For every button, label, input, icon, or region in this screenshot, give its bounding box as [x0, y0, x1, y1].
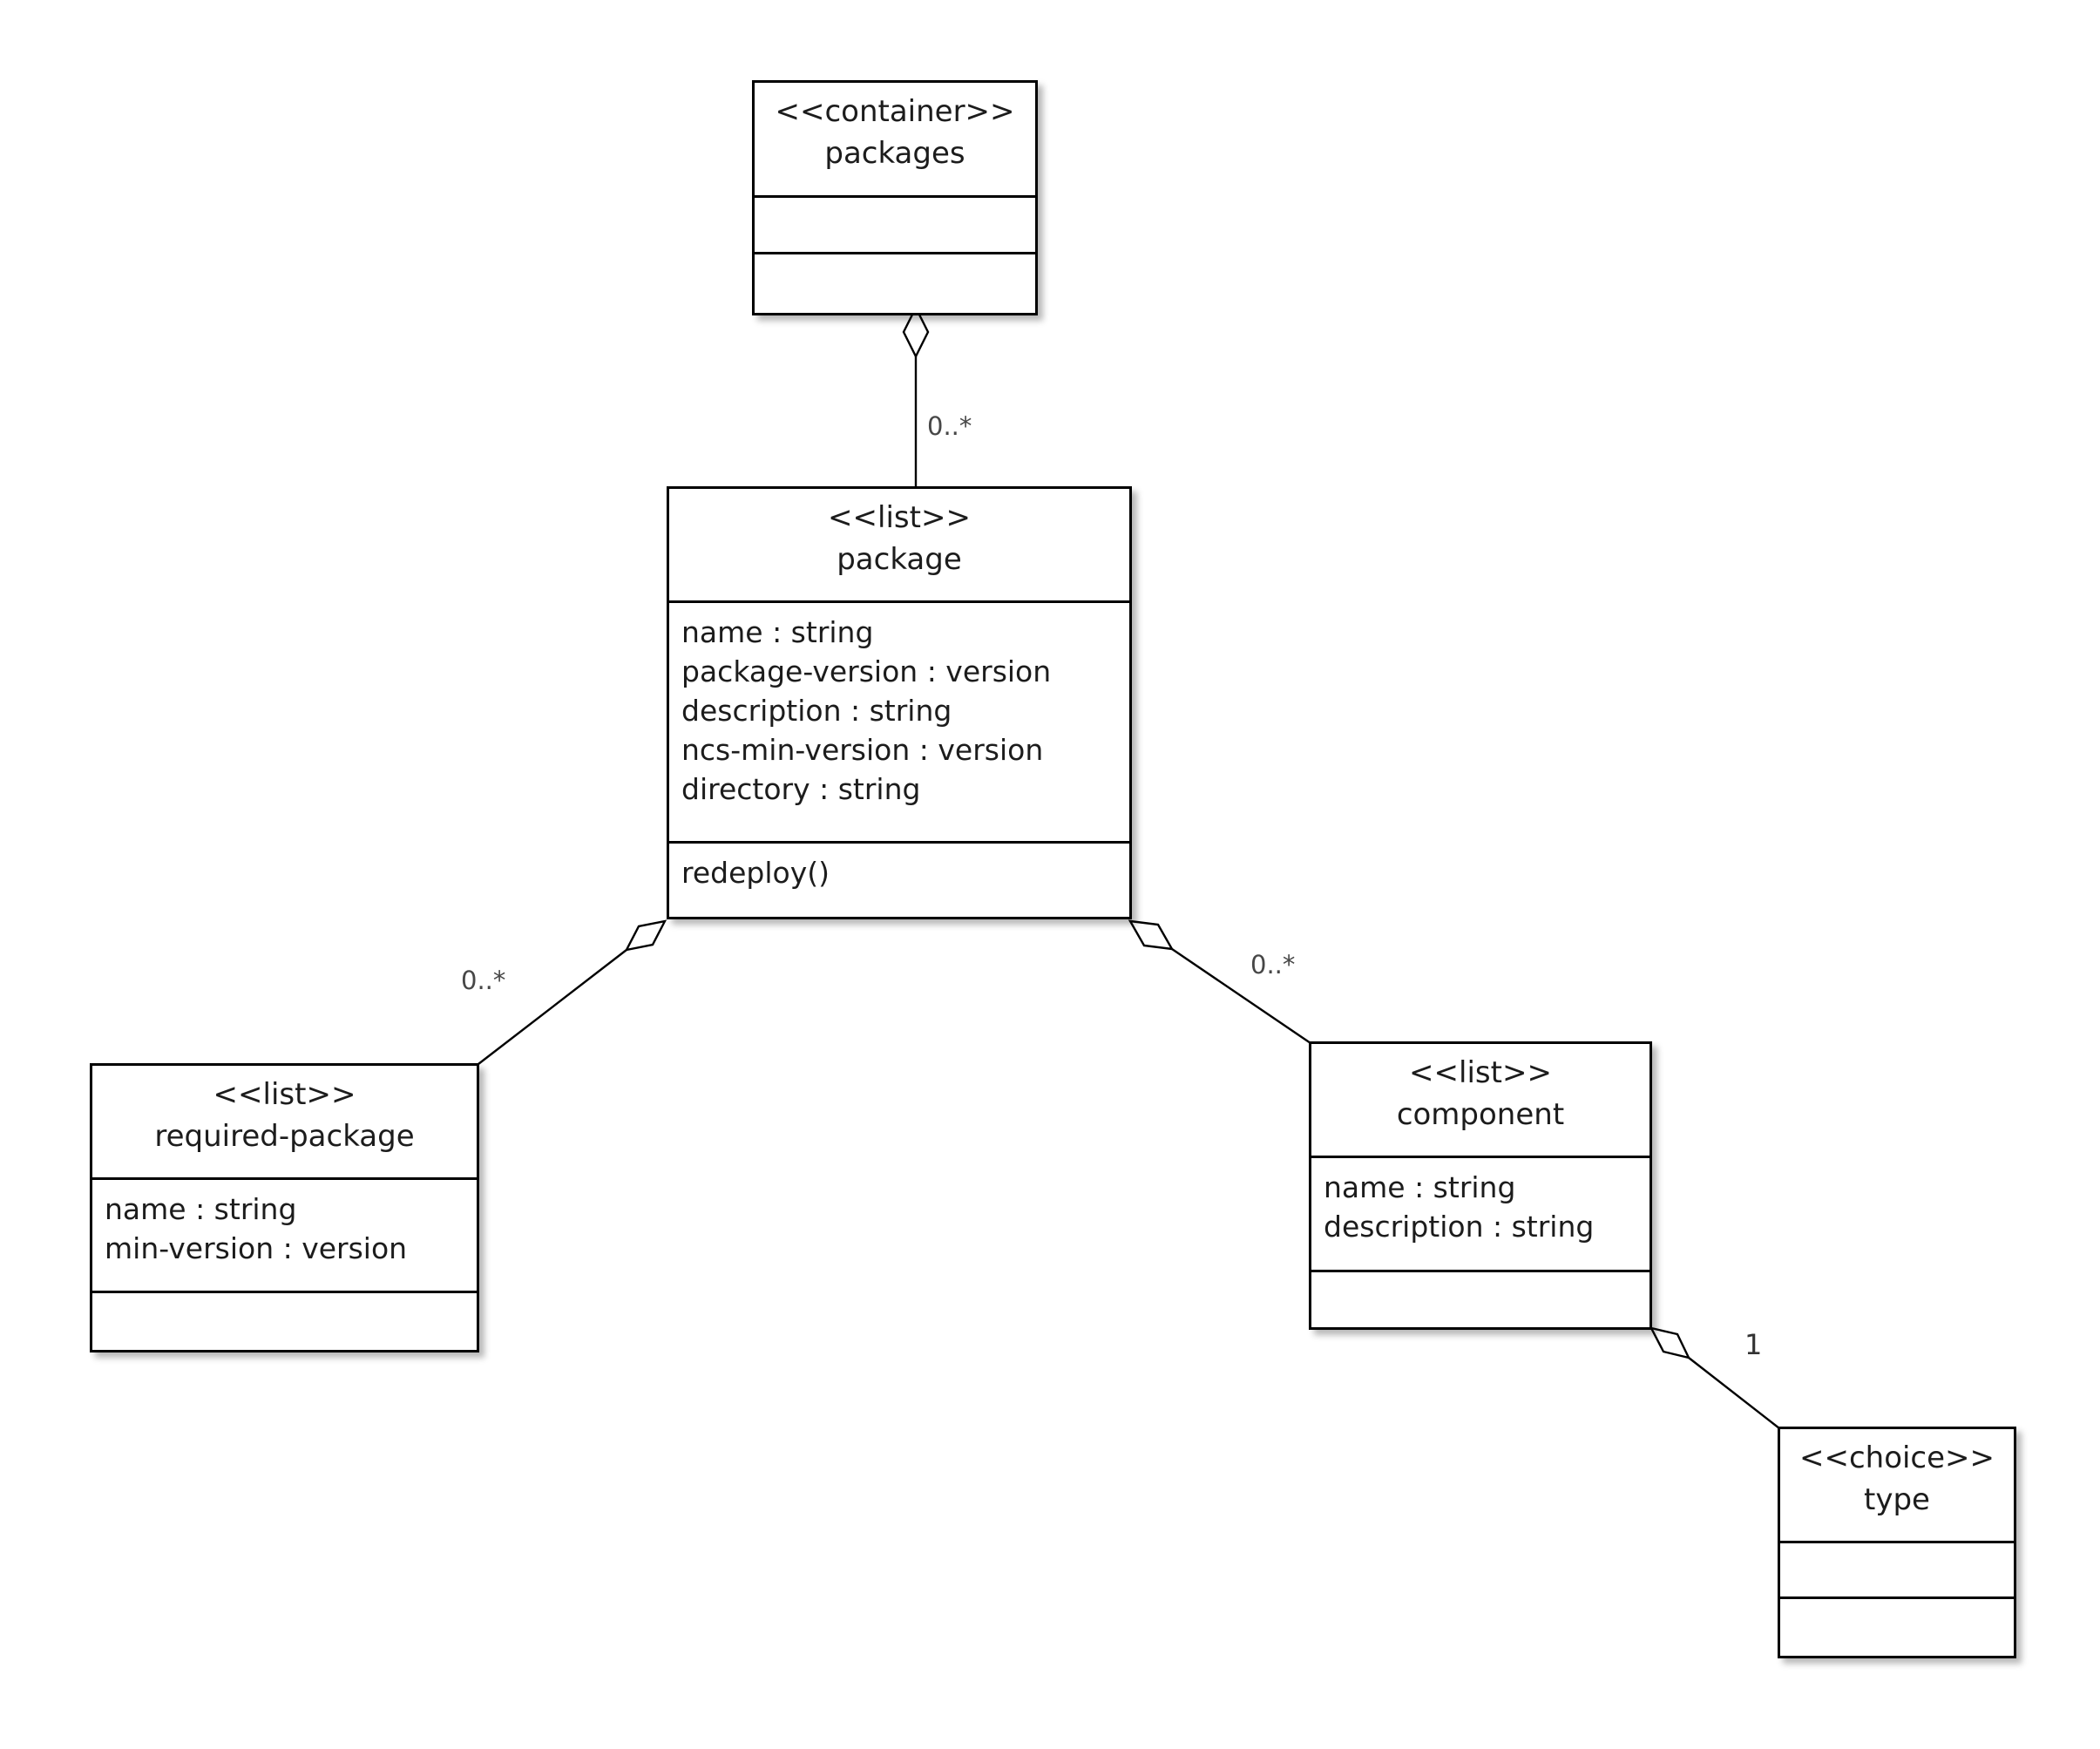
class-attributes-compartment — [1780, 1543, 2014, 1599]
class-box-component: <<list>> component name : string descrip… — [1309, 1041, 1652, 1330]
class-operations-compartment — [1780, 1599, 2014, 1656]
association-line — [478, 949, 627, 1065]
multiplicity-label: 1 — [1744, 1328, 1763, 1361]
class-title-compartment: <<container>> packages — [755, 83, 1035, 198]
class-attributes-compartment — [755, 198, 1035, 254]
class-name: packages — [824, 136, 965, 171]
aggregation-diamond — [1128, 919, 1175, 951]
attribute-line: name : string — [1324, 1170, 1516, 1204]
multiplicity-label: 0..* — [927, 411, 972, 441]
attribute-line: name : string — [105, 1192, 297, 1226]
class-title-compartment: <<choice>> type — [1780, 1429, 2014, 1543]
class-name: package — [837, 542, 962, 577]
class-name: required-package — [154, 1119, 415, 1154]
edge-package-required-package — [478, 919, 667, 1065]
multiplicity-label: 0..* — [461, 966, 506, 995]
attribute-line: description : string — [681, 694, 952, 728]
class-box-package: <<list>> package name : string package-v… — [667, 486, 1132, 919]
attribute-line: package-version : version — [681, 654, 1052, 688]
class-operations-compartment: redeploy() — [669, 844, 1129, 917]
association-line — [1171, 948, 1311, 1044]
class-stereotype: <<list>> — [1409, 1055, 1552, 1090]
attribute-line: directory : string — [681, 772, 921, 806]
aggregation-diamond — [624, 919, 667, 952]
attribute-line: name : string — [681, 615, 874, 649]
operation-line: redeploy() — [681, 856, 830, 890]
association-line — [1688, 1357, 1780, 1429]
class-attributes-compartment: name : string description : string — [1311, 1158, 1650, 1272]
edge-component-type — [1649, 1326, 1780, 1429]
class-attributes-compartment: name : string package-version : version … — [669, 603, 1129, 844]
attribute-line: min-version : version — [105, 1231, 408, 1265]
class-stereotype: <<container>> — [775, 94, 1015, 129]
class-operations-compartment — [755, 254, 1035, 313]
class-box-required-package: <<list>> required-package name : string … — [90, 1063, 479, 1352]
edge-packages-package — [902, 305, 930, 488]
attribute-line: description : string — [1324, 1210, 1595, 1244]
class-stereotype: <<list>> — [213, 1077, 356, 1112]
class-title-compartment: <<list>> component — [1311, 1044, 1650, 1158]
class-title-compartment: <<list>> required-package — [92, 1066, 477, 1180]
class-title-compartment: <<list>> package — [669, 489, 1129, 603]
class-name: component — [1396, 1097, 1565, 1132]
multiplicity-label: 0..* — [1250, 950, 1296, 980]
class-name: type — [1864, 1482, 1930, 1517]
class-box-packages: <<container>> packages — [752, 80, 1038, 315]
class-stereotype: <<choice>> — [1799, 1441, 1995, 1475]
attribute-line: ncs-min-version : version — [681, 733, 1044, 767]
class-stereotype: <<list>> — [828, 500, 971, 535]
class-box-type: <<choice>> type — [1778, 1427, 2016, 1658]
class-attributes-compartment: name : string min-version : version — [92, 1180, 477, 1293]
class-operations-compartment — [1311, 1272, 1650, 1327]
edge-package-component — [1128, 919, 1311, 1044]
aggregation-diamond — [1649, 1326, 1691, 1359]
class-operations-compartment — [92, 1293, 477, 1350]
